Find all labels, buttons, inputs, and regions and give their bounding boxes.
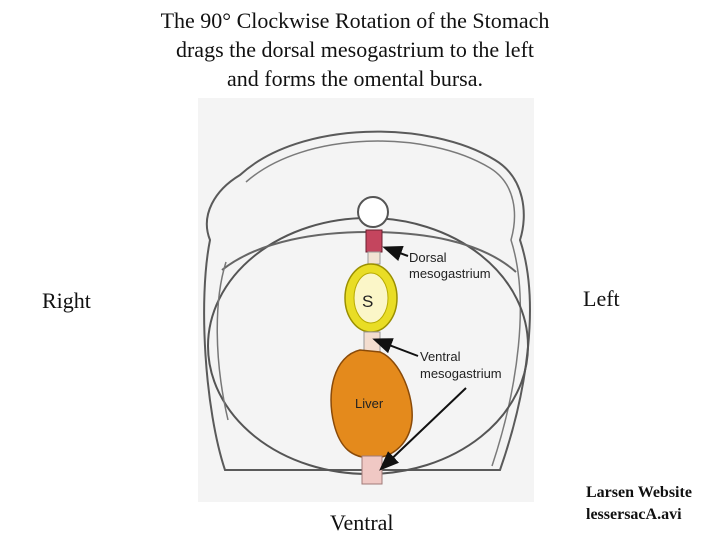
credit-line-2: lessersacA.avi <box>586 506 682 523</box>
right-orientation-label: Right <box>42 288 91 313</box>
ventral-mesentery-lower <box>361 455 383 485</box>
ventral-mesogastrium-shape <box>363 331 381 353</box>
title-line-1: The 90° Clockwise Rotation of the Stomac… <box>160 8 550 33</box>
ventral-mesogastrium-label-line2: mesogastrium <box>420 366 502 381</box>
title-line-3: and forms the omental bursa. <box>227 66 483 91</box>
dorsal-mesogastrium-arrow <box>382 245 409 261</box>
stomach-inner <box>353 272 389 324</box>
liver-label: Liver <box>355 396 384 411</box>
credit-line-1: Larsen Website <box>586 484 692 501</box>
stomach-label: S <box>362 292 373 311</box>
ventral-orientation-label: Ventral <box>330 510 394 535</box>
dorsal-mesogastrium-label-line1: Dorsal <box>409 250 447 265</box>
ventral-mesogastrium-label-line1: Ventral <box>420 349 461 364</box>
left-orientation-label: Left <box>583 286 620 311</box>
title-line-2: drags the dorsal mesogastrium to the lef… <box>175 37 535 62</box>
ventral-mesogastrium-arrow <box>372 338 419 357</box>
dorsal-aorta-circle <box>357 196 389 228</box>
dorsal-mesogastrium-label-line2: mesogastrium <box>409 266 491 281</box>
source-credit: Larsen Website lessersacA.avi <box>586 482 692 526</box>
diagram-title: The 90° Clockwise Rotation of the Stomac… <box>120 6 590 93</box>
ventral-mesentery-arrow <box>379 387 467 471</box>
body-wall-left-fold <box>216 261 229 421</box>
body-wall-inner <box>245 140 521 467</box>
dorsal-mesogastrium-shape <box>365 229 383 253</box>
mesentery-stalk-upper <box>367 251 381 265</box>
